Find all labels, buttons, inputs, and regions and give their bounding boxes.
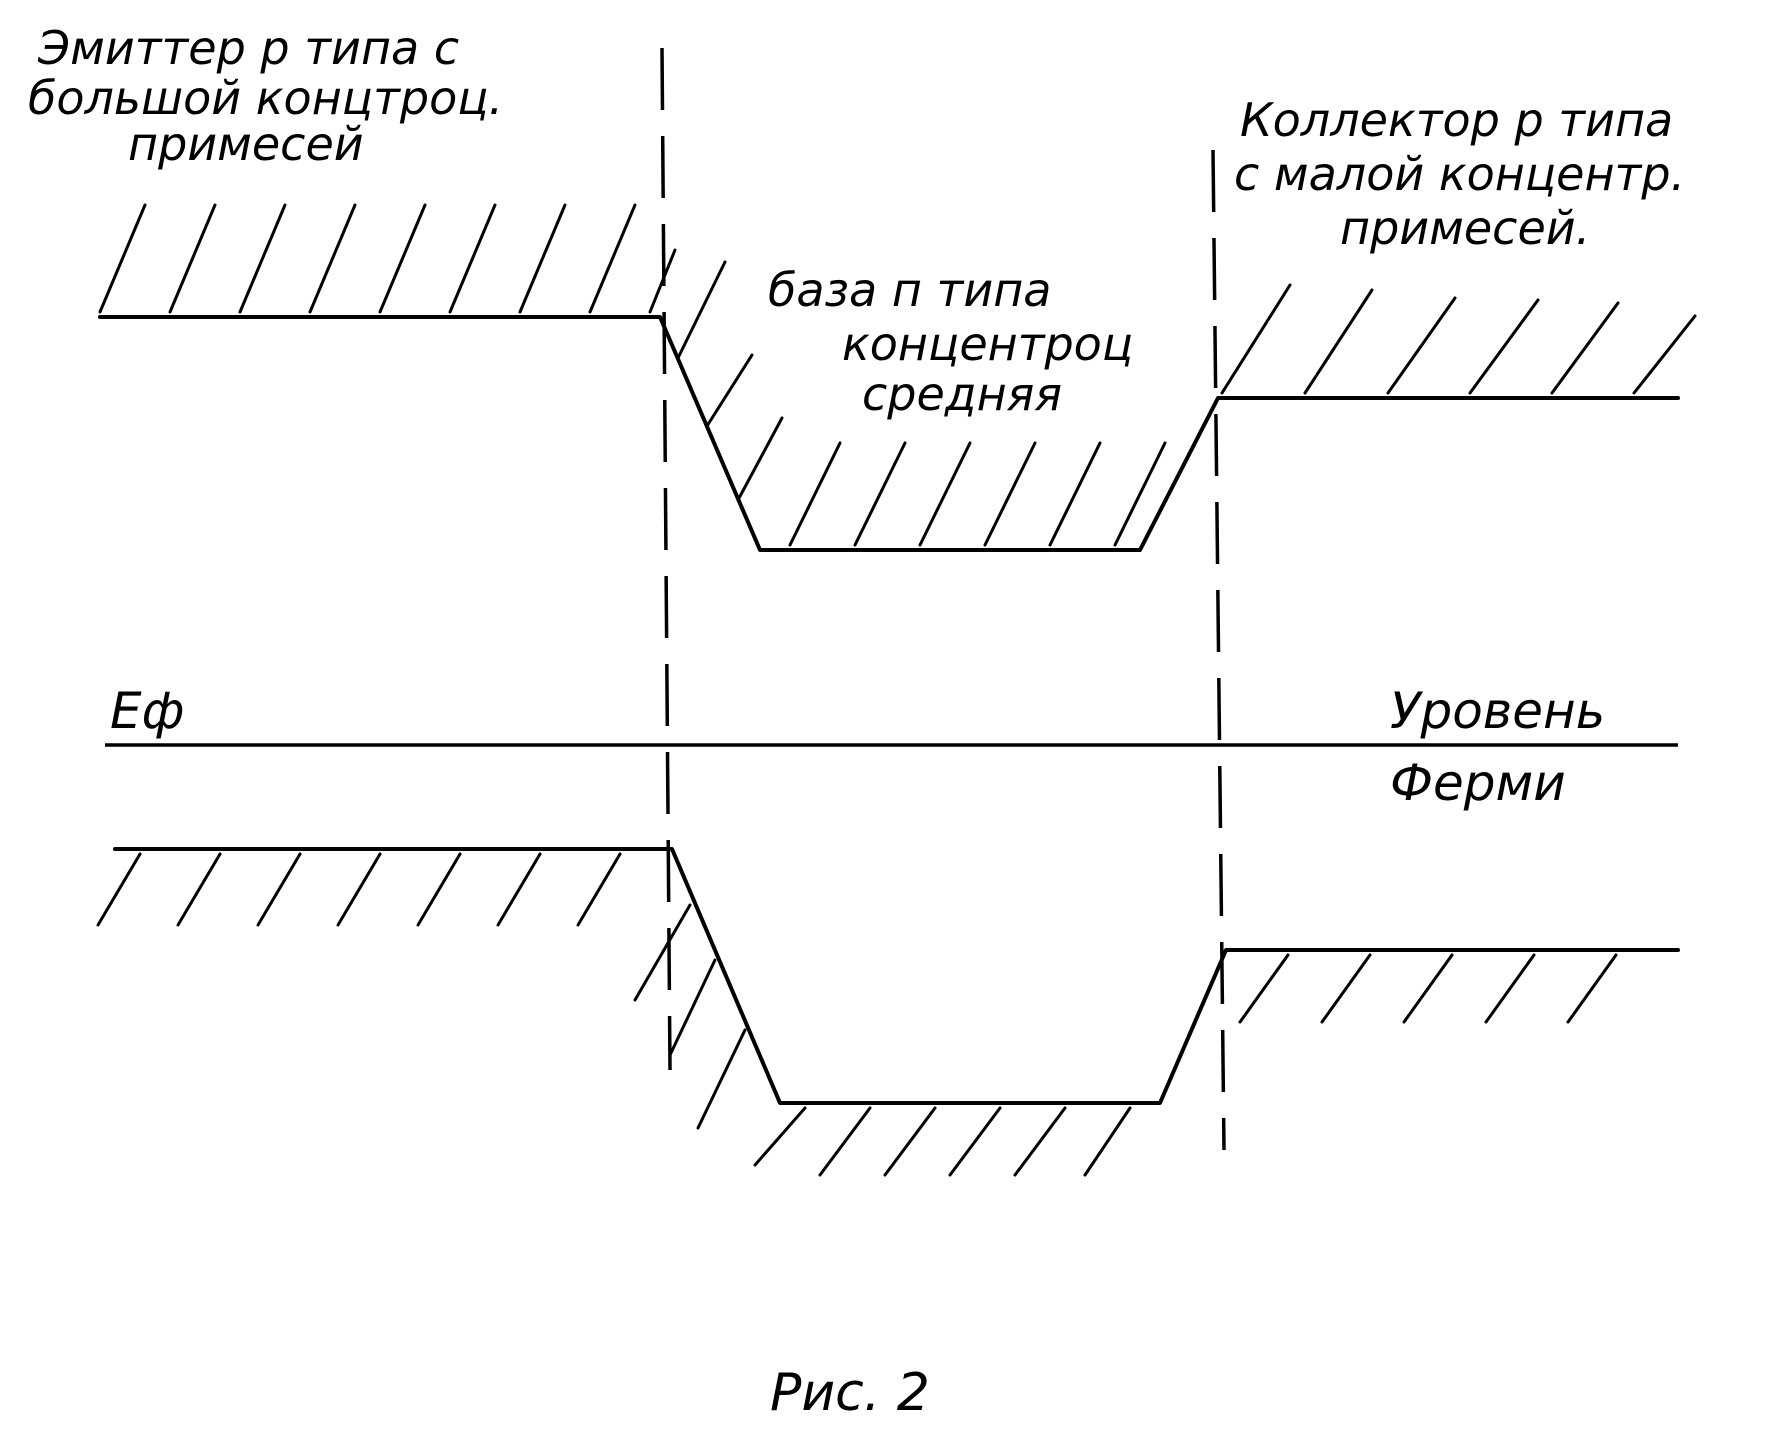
base-label: база п типа концентроц средняя <box>768 263 1133 421</box>
conduction-band-hatching <box>98 203 1697 547</box>
emitter-base-junction-line <box>660 47 672 1071</box>
valence-band-edge <box>113 847 1680 1105</box>
collector-label-line-3: примесей. <box>1340 201 1590 255</box>
emitter-label: Эмиттер р типа с большой концтроц. приме… <box>28 21 503 171</box>
emitter-label-line-2: большой концтроц. <box>28 71 503 125</box>
collector-label-line-1: Коллектор р типа <box>1240 93 1673 147</box>
conduction-band-edge <box>98 315 1680 552</box>
fermi-level-label-line-2: Ферми <box>1390 754 1566 812</box>
valence-band-hatching <box>96 852 1618 1177</box>
figure-caption: Рис. 2 <box>770 1363 930 1423</box>
base-label-line-1: база п типа <box>768 263 1051 317</box>
emitter-label-line-3: примесей <box>128 117 364 171</box>
fermi-symbol-label: Еф <box>110 682 184 740</box>
emitter-label-line-1: Эмиттер р типа с <box>37 21 459 75</box>
base-label-line-3: средняя <box>862 367 1062 421</box>
collector-label-line-2: с малой концентр. <box>1234 147 1685 201</box>
collector-label: Коллектор р типа с малой концентр. приме… <box>1234 93 1685 255</box>
base-label-line-2: концентроц <box>842 317 1133 371</box>
fermi-level-label-line-1: Уровень <box>1390 682 1605 740</box>
base-collector-junction-line <box>1211 149 1226 1151</box>
